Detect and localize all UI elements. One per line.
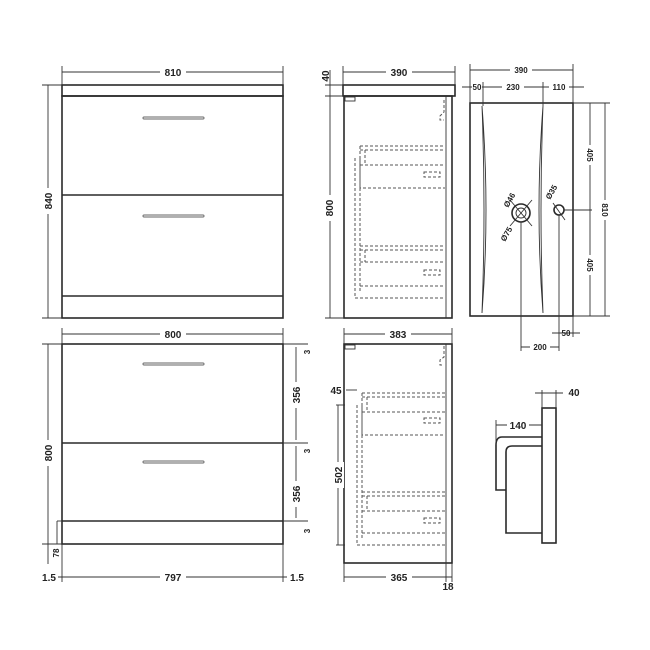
dim-length: 810 [600, 203, 609, 217]
cabinet-body [61, 95, 284, 319]
dim-lower: 405 [585, 258, 594, 272]
dim-tap-offset: 50 [562, 329, 571, 338]
dim-right: 110 [553, 83, 566, 92]
dim-offset: 45 [330, 386, 342, 397]
basin-profile: 40 140 [495, 388, 580, 544]
dim-depth: 365 [391, 573, 408, 584]
dim-top: 40 [321, 70, 332, 82]
basin-top-view: Ø46 Ø75 Ø35 390 50 230 110 405 405 810 5… [462, 64, 610, 352]
dim-inner-width: 797 [165, 573, 182, 584]
dim-width: 800 [165, 330, 182, 341]
dim-drawer-top: 356 [292, 386, 303, 403]
dim-gap-mid: 3 [303, 448, 312, 453]
dim-middle: 230 [506, 83, 520, 92]
dim-tap: Ø35 [544, 183, 560, 201]
dim-side-right: 1.5 [290, 573, 304, 584]
dim-width: 810 [165, 68, 182, 79]
dim-gap-top: 3 [303, 349, 312, 354]
front-view-800: 800 800 78 3 356 3 356 3 1.5 797 1.5 [42, 328, 312, 584]
dim-width: 390 [391, 68, 408, 79]
side-view-800: 383 45 502 365 18 [330, 328, 454, 593]
dim-drawer-bottom: 356 [292, 485, 303, 502]
dim-drawer-span: 502 [334, 466, 345, 483]
dim-height: 800 [325, 199, 336, 216]
dim-waste-inner: Ø75 [499, 225, 515, 243]
dim-thickness: 40 [568, 388, 580, 399]
dim-width: 390 [514, 66, 528, 75]
dim-side-left: 1.5 [42, 573, 56, 584]
dim-waste-offset: 200 [533, 343, 547, 352]
dim-width: 383 [390, 330, 407, 341]
dim-depth: 140 [510, 421, 527, 432]
dim-upper: 405 [585, 148, 594, 162]
dim-height: 800 [44, 444, 55, 461]
side-view-840: 390 40 800 [321, 65, 456, 319]
front-view-840: 810 840 [42, 65, 284, 319]
dim-plinth: 78 [52, 548, 61, 557]
dim-left: 50 [473, 83, 482, 92]
dim-gap-bottom: 3 [303, 528, 312, 533]
dim-door: 18 [442, 582, 454, 593]
countertop [61, 84, 284, 97]
dim-height: 840 [44, 192, 55, 209]
